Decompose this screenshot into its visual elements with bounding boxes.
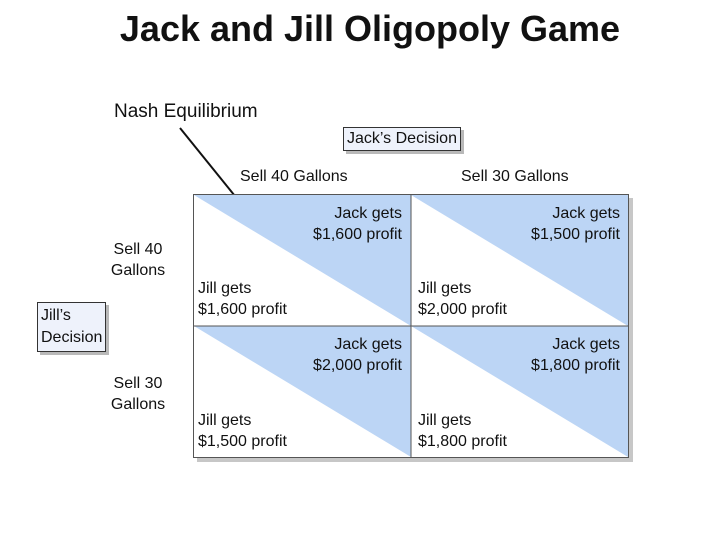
payoff-line: Jill gets: [198, 280, 252, 297]
jill-payoff-r1c1: Jill gets $1,600 profit: [198, 278, 287, 320]
payoff-line: Jack gets: [552, 205, 620, 222]
cell-shade-top-left: [194, 195, 411, 326]
row-header-sell-40: Sell 40 Gallons: [101, 239, 175, 281]
row-header-sell-30: Sell 30 Gallons: [101, 373, 175, 415]
payoff-line: Jack gets: [334, 336, 402, 353]
payoff-line: Jill gets: [418, 412, 472, 429]
jack-payoff-r1c2: Jack gets $1,500 profit: [531, 203, 620, 245]
jill-payoff-r1c2: Jill gets $2,000 profit: [418, 278, 507, 320]
jill-payoff-r2c2: Jill gets $1,800 profit: [418, 410, 507, 452]
payoff-matrix: Jack gets $1,600 profit Jill gets $1,600…: [193, 194, 629, 458]
cell-shade-top-right: [411, 195, 628, 326]
jack-payoff-r2c2: Jack gets $1,800 profit: [531, 334, 620, 376]
row-header-line: Sell 40: [113, 241, 163, 258]
payoff-line: Jack gets: [552, 336, 620, 353]
row-header-line: Gallons: [110, 396, 166, 413]
jill-decision-label: Jill’s Decision: [37, 302, 107, 352]
nash-equilibrium-label: Nash Equilibrium: [114, 101, 258, 122]
page-title: Jack and Jill Oligopoly Game: [119, 8, 621, 49]
column-header-sell-30: Sell 30 Gallons: [461, 168, 569, 185]
jack-payoff-r1c1: Jack gets $1,600 profit: [313, 203, 402, 245]
payoff-line: $1,800 profit: [531, 357, 620, 374]
cell-shade-bottom-right: [411, 326, 628, 457]
payoff-line: $1,500 profit: [198, 433, 287, 450]
row-header-line: Gallons: [110, 262, 166, 279]
jack-payoff-r2c1: Jack gets $2,000 profit: [313, 334, 402, 376]
jill-decision-line: Decision: [41, 329, 103, 346]
payoff-line: $1,800 profit: [418, 433, 507, 450]
payoff-line: $2,000 profit: [313, 357, 402, 374]
payoff-line: $2,000 profit: [418, 301, 507, 318]
jill-payoff-r2c1: Jill gets $1,500 profit: [198, 410, 287, 452]
row-header-line: Sell 30: [113, 375, 163, 392]
payoff-line: $1,500 profit: [531, 226, 620, 243]
payoff-line: $1,600 profit: [313, 226, 402, 243]
payoff-line: $1,600 profit: [198, 301, 287, 318]
cell-shade-bottom-left: [194, 326, 411, 457]
matrix-shading: [194, 195, 628, 457]
payoff-line: Jill gets: [198, 412, 252, 429]
payoff-line: Jack gets: [334, 205, 402, 222]
jill-decision-line: Jill’s: [41, 307, 71, 324]
payoff-line: Jill gets: [418, 280, 472, 297]
column-header-sell-40: Sell 40 Gallons: [240, 168, 348, 185]
jack-decision-label: Jack’s Decision: [343, 127, 461, 151]
